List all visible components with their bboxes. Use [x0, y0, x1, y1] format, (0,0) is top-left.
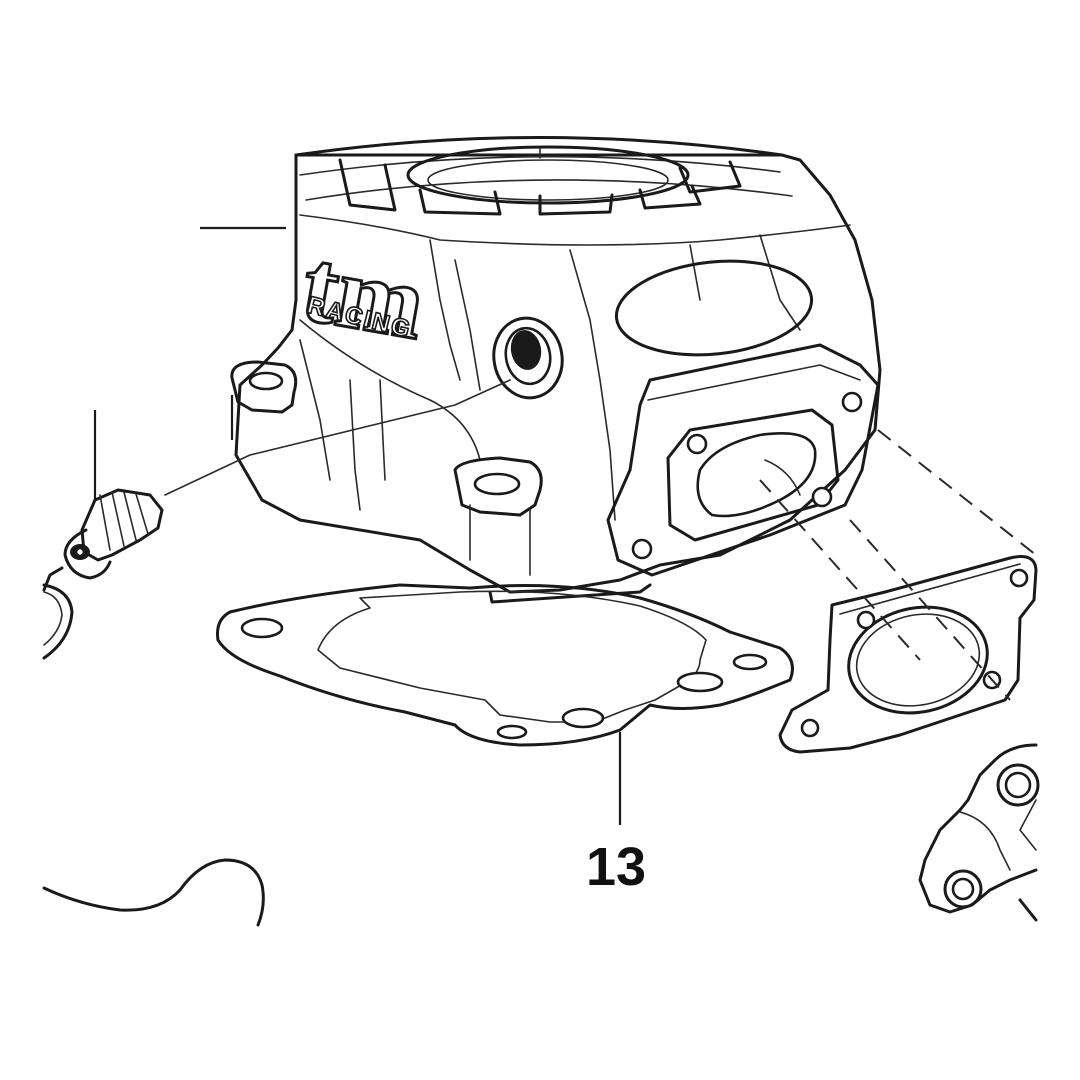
sensor-fitting: [42, 488, 164, 660]
base-gasket: [216, 583, 794, 747]
brand-logo: tm RACING: [293, 226, 435, 363]
gasket-hole: [561, 707, 605, 729]
cylinder: [230, 136, 882, 604]
gasket-hole: [496, 724, 528, 740]
gasket-hole: [732, 653, 768, 671]
leader-lines: [93, 147, 622, 825]
callout-number-13: 13: [586, 837, 646, 897]
wire: [42, 858, 265, 927]
gasket-hole: [240, 617, 284, 639]
brand-mark-text: tm: [294, 227, 433, 361]
gasket-hole: [676, 671, 724, 693]
assembly-path-sensor: [164, 379, 511, 496]
assembly-paths-exhaust: [759, 429, 1037, 701]
exhaust-manifold-part: [918, 743, 1040, 922]
exhaust-gasket: [778, 555, 1038, 754]
